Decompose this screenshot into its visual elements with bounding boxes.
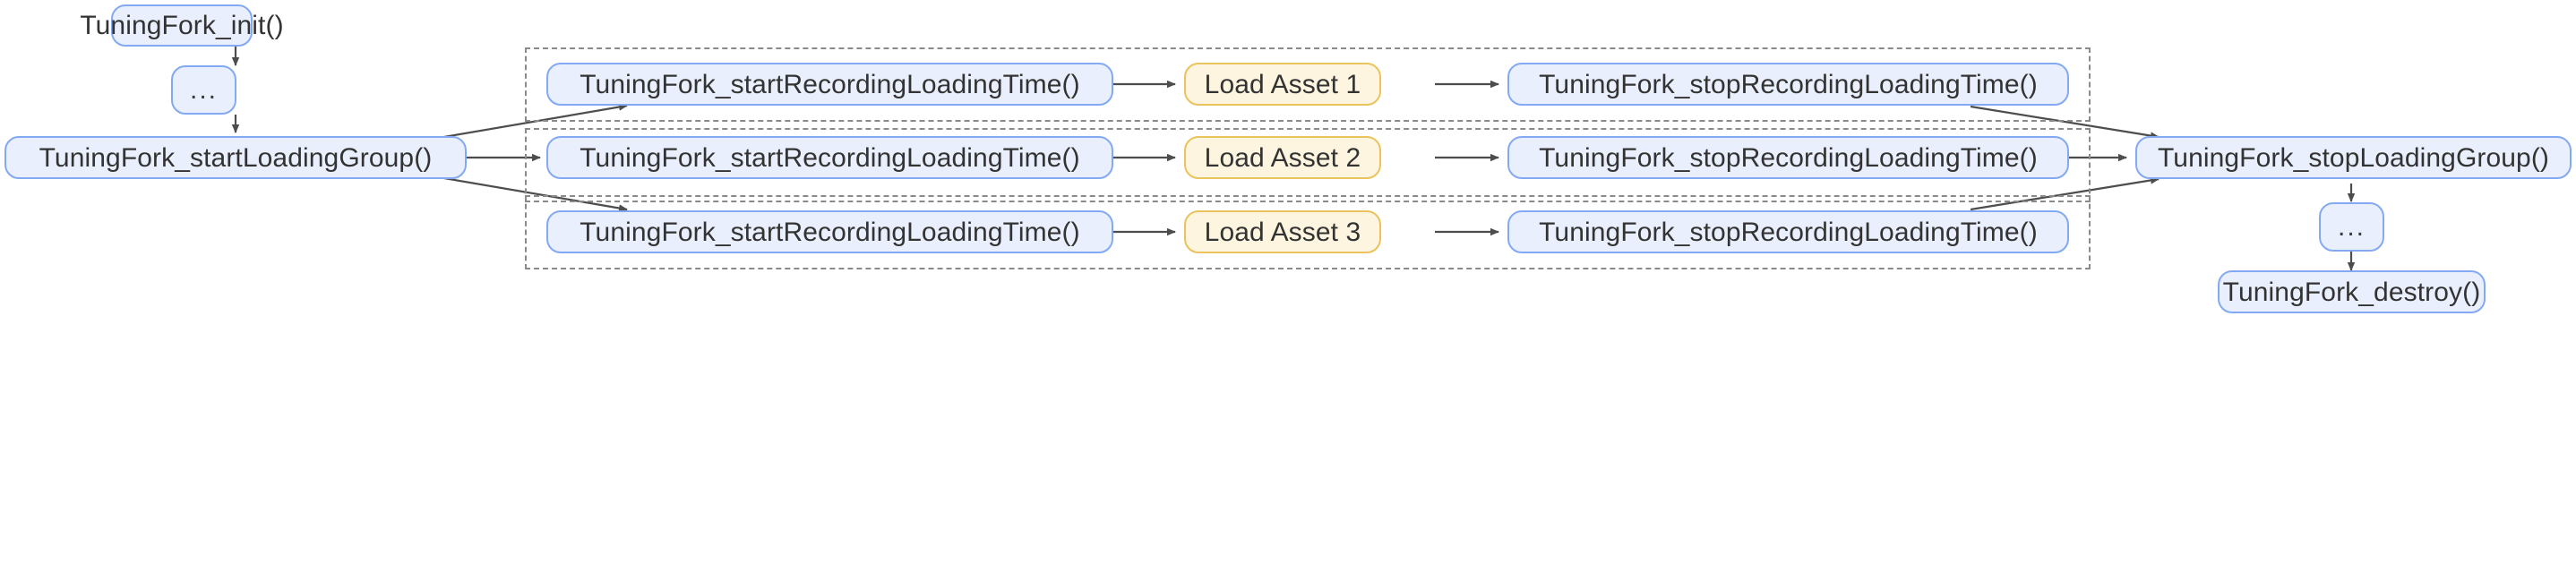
node-label: Load Asset 3 (1204, 217, 1361, 247)
node-row1-start-recording[interactable]: TuningFork_startRecordingLoadingTime() (546, 63, 1113, 106)
node-row3-start-recording[interactable]: TuningFork_startRecordingLoadingTime() (546, 210, 1113, 253)
node-row1-stop-recording[interactable]: TuningFork_stopRecordingLoadingTime() (1507, 63, 2069, 106)
node-label: TuningFork_init() (80, 11, 284, 40)
node-label: Load Asset 2 (1204, 142, 1361, 173)
node-label: Load Asset 1 (1204, 69, 1361, 99)
node-label: TuningFork_startLoadingGroup() (39, 142, 433, 173)
node-row2-stop-recording[interactable]: TuningFork_stopRecordingLoadingTime() (1507, 136, 2069, 179)
node-tuningfork-init[interactable]: TuningFork_init() (80, 4, 284, 47)
node-tuningfork-start-loading-group[interactable]: TuningFork_startLoadingGroup() (4, 136, 467, 179)
node-label: TuningFork_destroy() (2222, 277, 2481, 307)
node-ellipsis-bottom[interactable]: ... (2319, 202, 2384, 252)
loading-group-container-1 (525, 47, 2091, 122)
node-tuningfork-stop-loading-group[interactable]: TuningFork_stopLoadingGroup() (2135, 136, 2572, 179)
node-row2-load-asset[interactable]: Load Asset 2 (1184, 136, 1381, 179)
node-label: TuningFork_startRecordingLoadingTime() (580, 142, 1080, 173)
node-ellipsis-top[interactable]: ... (171, 65, 236, 115)
node-tuningfork-destroy[interactable]: TuningFork_destroy() (2218, 270, 2486, 313)
node-row2-start-recording[interactable]: TuningFork_startRecordingLoadingTime() (546, 136, 1113, 179)
node-label: TuningFork_stopRecordingLoadingTime() (1539, 142, 2038, 173)
loading-group-container-2 (525, 128, 2091, 202)
node-label: TuningFork_stopLoadingGroup() (2157, 142, 2550, 173)
node-label: ... (2337, 212, 2366, 242)
loading-group-container-3 (525, 195, 2091, 269)
node-label: TuningFork_stopRecordingLoadingTime() (1539, 69, 2038, 99)
node-label: TuningFork_stopRecordingLoadingTime() (1539, 217, 2038, 247)
node-label: TuningFork_startRecordingLoadingTime() (580, 69, 1080, 99)
node-row1-load-asset[interactable]: Load Asset 1 (1184, 63, 1381, 106)
node-row3-stop-recording[interactable]: TuningFork_stopRecordingLoadingTime() (1507, 210, 2069, 253)
node-label: TuningFork_startRecordingLoadingTime() (580, 217, 1080, 247)
node-label: ... (189, 75, 218, 105)
node-row3-load-asset[interactable]: Load Asset 3 (1184, 210, 1381, 253)
